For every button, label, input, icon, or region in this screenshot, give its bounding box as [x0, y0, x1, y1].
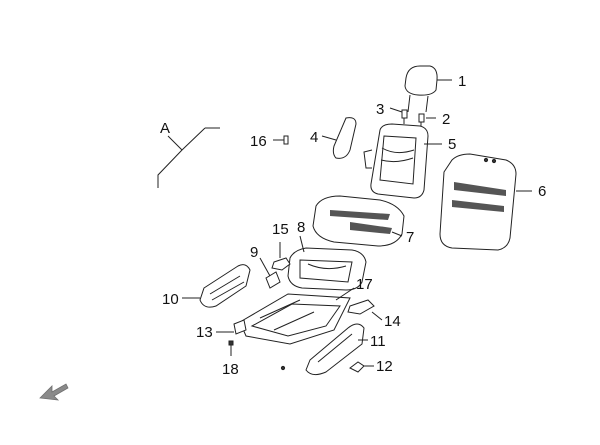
label-a: A: [160, 120, 170, 137]
part-5-backrest-frame: 5: [363, 123, 456, 199]
label-13: 13: [196, 324, 213, 341]
part-headrest: 1: [404, 65, 466, 113]
label-5: 5: [448, 136, 456, 153]
label-7: 7: [406, 229, 414, 246]
label-14: 14: [384, 313, 401, 330]
label-11: 11: [370, 333, 386, 350]
part-18-bolt: 18: [222, 340, 286, 378]
direction-arrow-icon: [39, 383, 69, 401]
label-4: 4: [310, 129, 318, 146]
label-1: 1: [458, 73, 466, 90]
label-15: 15: [272, 221, 289, 238]
label-3: 3: [376, 101, 384, 118]
part-8-seat-frame: 8: [287, 219, 367, 291]
label-2: 2: [442, 111, 450, 128]
label-6: 6: [538, 183, 546, 200]
part-12-knob: 12: [349, 358, 393, 375]
label-8: 8: [297, 219, 305, 236]
part-9-link: 9: [250, 244, 281, 289]
part-13-foot: 13: [196, 319, 247, 341]
part-10-side-shield: 10: [162, 264, 251, 308]
part-headrest-guides: 3 2: [376, 101, 450, 128]
part-4-side-trim: 4: [310, 117, 357, 159]
label-10: 10: [162, 291, 179, 308]
part-7-seat-cushion: 7: [312, 195, 414, 247]
section-a-bracket: A: [157, 120, 220, 188]
label-16: 16: [250, 133, 267, 150]
label-17: 17: [356, 276, 373, 293]
label-9: 9: [250, 244, 258, 261]
part-6-backrest-cushion: 6: [439, 153, 546, 251]
part-14-bracket: 14: [347, 299, 401, 330]
part-17-seat-base: 17: [239, 276, 373, 345]
part-16-clip: 16: [250, 133, 289, 150]
part-11-outer-cover: 11: [305, 323, 386, 376]
label-18: 18: [222, 361, 239, 378]
label-12: 12: [376, 358, 393, 375]
part-15-bracket: 15: [271, 221, 291, 271]
